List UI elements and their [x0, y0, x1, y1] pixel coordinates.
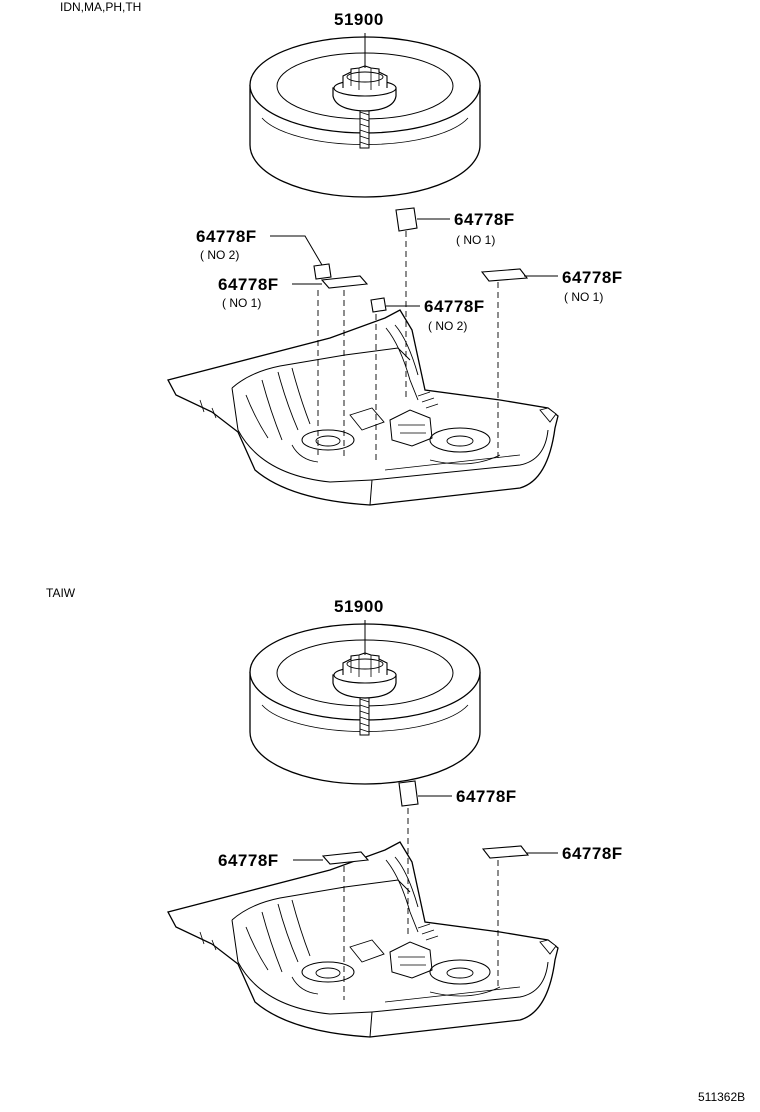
part-number-pad-upper-top: 64778F — [454, 210, 515, 229]
part-number-pad-lower-top: 64778F — [456, 787, 517, 806]
pad-note-upper-top: ( NO 1) — [456, 233, 496, 247]
service-pads-lower — [293, 780, 558, 1000]
floor-pan-1 — [167, 309, 559, 506]
pad-note-upper-middle: ( NO 2) — [428, 319, 468, 333]
pad-note-upper-left-no2: ( NO 2) — [200, 248, 240, 262]
region-label-lower: TAIW — [46, 586, 76, 600]
floor-pan-2 — [167, 841, 559, 1038]
service-pads-upper — [270, 207, 558, 462]
part-number-tire-lower: 51900 — [334, 597, 384, 616]
part-number-pad-upper-right: 64778F — [562, 268, 623, 287]
diagram-code: 511362B — [698, 1090, 746, 1104]
pad-note-upper-right: ( NO 1) — [564, 290, 604, 304]
part-number-pad-upper-left-no1: 64778F — [218, 275, 279, 294]
part-number-pad-lower-left: 64778F — [218, 851, 279, 870]
pad-note-upper-left-no1: ( NO 1) — [222, 296, 262, 310]
part-number-pad-upper-middle: 64778F — [424, 297, 485, 316]
region-label-upper: IDN,MA,PH,TH — [60, 0, 142, 14]
part-number-tire-upper: 51900 — [334, 10, 384, 29]
part-number-pad-upper-left-no2: 64778F — [196, 227, 257, 246]
part-number-pad-lower-right: 64778F — [562, 844, 623, 863]
